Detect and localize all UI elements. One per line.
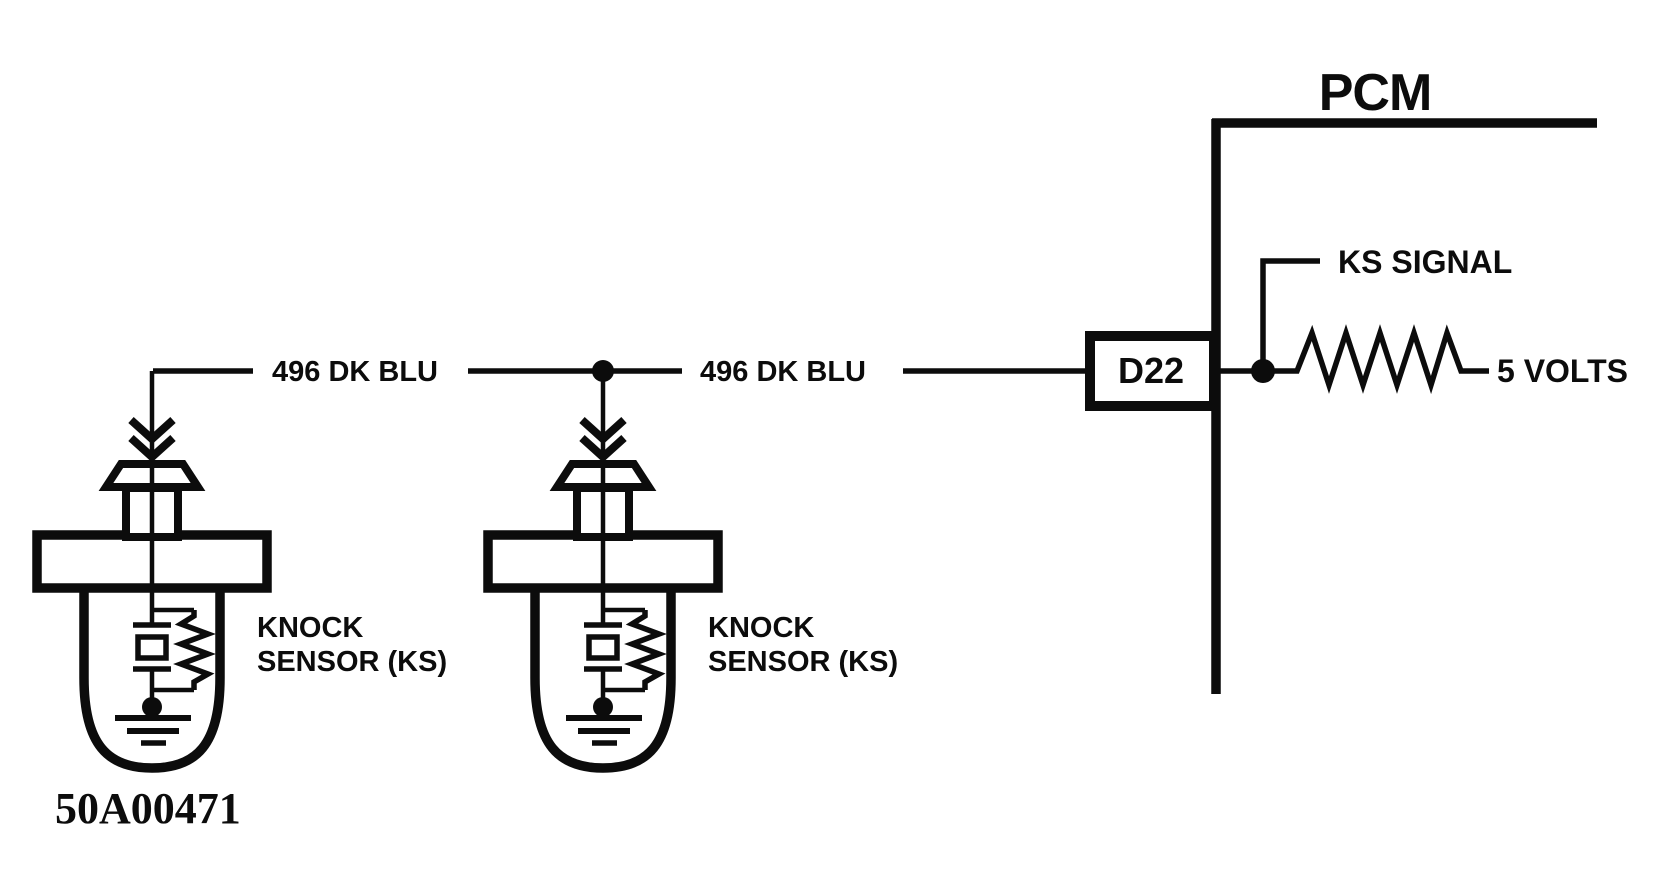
- wire-label-left: 496 DK BLU: [272, 356, 438, 388]
- five-volts-label: 5 VOLTS: [1497, 353, 1628, 389]
- resistor-icon: [624, 610, 667, 690]
- d22-connector: D22: [1085, 331, 1219, 411]
- knock-sensor-2: KNOCK SENSOR (KS): [483, 371, 898, 773]
- sensor-2-label-line2: SENSOR (KS): [708, 646, 898, 678]
- sensor-1-label-line2: SENSOR (KS): [257, 646, 447, 678]
- resistor-icon: [173, 610, 216, 690]
- piezo-element: [135, 634, 169, 661]
- signal-wire-496: 496 DK BLU 496 DK BLU: [153, 356, 1092, 388]
- wire-terminal-arrow-icon: [128, 417, 176, 445]
- junction-dot: [593, 697, 613, 717]
- sensor-2-label-line1: KNOCK: [708, 612, 814, 644]
- wire-label-right: 496 DK BLU: [700, 356, 866, 388]
- knock-sensor-1: KNOCK SENSOR (KS): [32, 371, 447, 773]
- wire-terminal-arrow-icon: [128, 435, 176, 463]
- ks-signal-leader-line: [1260, 258, 1320, 366]
- wire-terminal-arrow-icon: [579, 417, 627, 445]
- junction-dot: [592, 360, 614, 382]
- junction-dot: [142, 697, 162, 717]
- ks-signal-label: KS SIGNAL: [1338, 244, 1512, 280]
- piezo-element: [586, 634, 620, 661]
- sensor-1-label-line1: KNOCK: [257, 612, 363, 644]
- connector-pin-label: D22: [1118, 350, 1184, 391]
- figure-number: 50A00471: [55, 784, 241, 833]
- pcm-label: PCM: [1319, 64, 1432, 122]
- pullup-resistor-icon: [1263, 324, 1489, 395]
- wire-terminal-arrow-icon: [579, 435, 627, 463]
- pcm-internal-circuit: KS SIGNAL 5 VOLTS: [1214, 244, 1628, 395]
